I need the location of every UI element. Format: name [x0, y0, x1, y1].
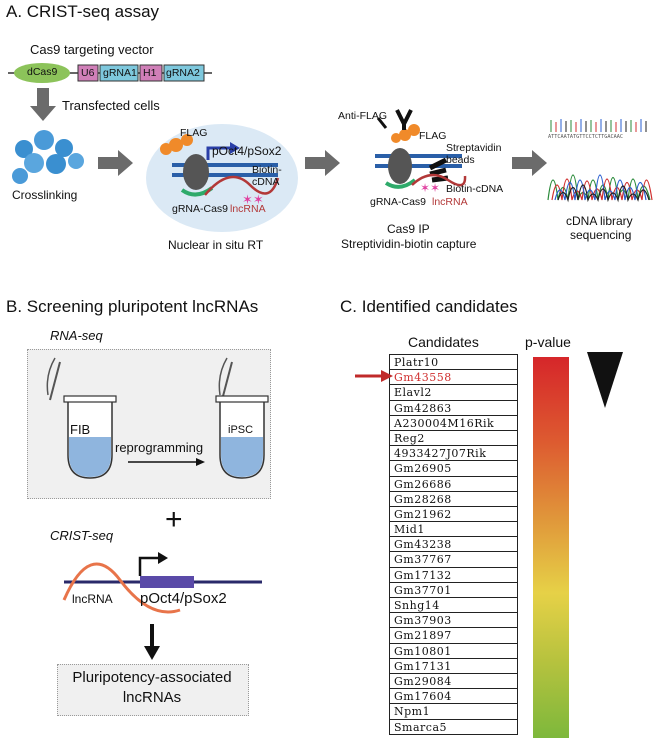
- candidate-row: 4933427J07Rik: [390, 446, 517, 462]
- library-label-2: sequencing: [570, 228, 632, 242]
- candidate-row: Smarca5: [390, 720, 517, 735]
- panel-c-title: C. Identified candidates: [340, 297, 518, 316]
- dcas9-label: dCas9: [27, 66, 58, 78]
- candidate-row: Gm21962: [390, 507, 517, 523]
- nucleus-shape: [146, 124, 298, 232]
- library-label-1: cDNA library: [566, 214, 633, 228]
- candidate-row: Gm26905: [390, 461, 517, 477]
- svg-text:✶✶: ✶✶: [420, 181, 440, 195]
- panel-a-title: A. CRIST-seq assay: [6, 2, 160, 21]
- result-line-1: Pluripotency-associated: [72, 669, 232, 686]
- right-arrow-icon: [98, 150, 133, 176]
- promoter-label-1: pOct4/pSox2: [212, 144, 282, 158]
- down-arrow-icon: [30, 88, 56, 121]
- plus-icon: +: [165, 503, 183, 536]
- anti-flag-label: Anti-FLAG: [338, 110, 388, 122]
- right-arrow-icon: [512, 150, 547, 176]
- highlight-arrow-icon: [355, 370, 393, 382]
- candidate-row: Gm37903: [390, 613, 517, 629]
- candidate-row: Elavl2: [390, 385, 517, 401]
- rnaseq-label: RNA-seq: [50, 328, 103, 343]
- panel-a-diagram: ✶✶ ✶✶: [8, 63, 653, 232]
- flag-label-1: FLAG: [180, 127, 208, 139]
- promoter-label: pOct4/pSox2: [140, 590, 227, 607]
- ipsc-label: iPSC: [228, 424, 254, 436]
- grna-cas9-label-2: gRNA-Cas9: [370, 196, 427, 208]
- candidate-row: Npm1: [390, 704, 517, 720]
- candidate-row: A230004M16Rik: [390, 416, 517, 431]
- candidate-row: Gm28268: [390, 492, 517, 507]
- u6-label: U6: [81, 67, 95, 79]
- panel-b-title: B. Screening pluripotent lncRNAs: [6, 297, 259, 316]
- sequence-text: ATTCAATATGTTCCTCTTGACAAC: [548, 134, 623, 140]
- candidate-row: Gm17132: [390, 568, 517, 583]
- grna-cas9-label-1: gRNA-Cas9: [172, 203, 229, 215]
- candidate-row: Gm21897: [390, 628, 517, 644]
- candidate-row: Gm37767: [390, 552, 517, 568]
- crosslinking-label: Crosslinking: [12, 188, 78, 202]
- chromatogram: [547, 119, 653, 203]
- h1-label: H1: [143, 67, 157, 79]
- candidate-row: Gm17131: [390, 659, 517, 674]
- vector-title: Cas9 targeting vector: [30, 42, 154, 57]
- ip-label-2: Streptividin-biotin capture: [341, 237, 477, 251]
- candidate-row: Snhg14: [390, 598, 517, 614]
- candidate-row: Gm43558: [390, 370, 517, 386]
- candidate-row: Gm17604: [390, 689, 517, 705]
- candidate-row: Platr10: [390, 355, 517, 371]
- streptavidin-label: Streptavidin beads: [446, 142, 502, 166]
- grna1-label: gRNA1: [103, 67, 137, 79]
- flag-label-2: FLAG: [419, 130, 447, 142]
- result-line-2: lncRNAs: [122, 689, 182, 706]
- cristseq-label: CRIST-seq: [50, 528, 114, 543]
- candidate-row: Gm10801: [390, 644, 517, 659]
- ipsc-tube-icon: [215, 357, 269, 479]
- svg-text:✶✶: ✶✶: [242, 193, 264, 208]
- transfected-label: Transfected cells: [62, 98, 160, 113]
- lncrna-label-2: lncRNA: [432, 196, 468, 208]
- decreasing-triangle-icon: [587, 352, 623, 408]
- candidate-row: Reg2: [390, 431, 517, 447]
- fib-label: FIB: [70, 422, 91, 437]
- pvalue-header: p-value: [525, 334, 571, 350]
- candidate-row: Gm42863: [390, 401, 517, 416]
- reprogramming-label: reprogramming: [115, 440, 204, 455]
- biotin-cdna-label-1: Biotin- cDNA: [252, 164, 282, 188]
- result-box: [57, 664, 249, 716]
- lncrna-label: lncRNA: [72, 592, 113, 606]
- candidate-row: Gm26686: [390, 477, 517, 492]
- candidate-row: Gm29084: [390, 674, 517, 690]
- dcas9-element: [14, 63, 70, 83]
- candidate-row: Mid1: [390, 522, 517, 538]
- cells-icon: [12, 130, 84, 184]
- lncrna-label-1: lncRNA: [230, 203, 266, 215]
- fib-tube-icon: [46, 357, 117, 479]
- nuclear-label: Nuclear in situ RT: [168, 238, 264, 252]
- candidate-row: Gm43238: [390, 537, 517, 553]
- candidate-row: Gm37701: [390, 583, 517, 598]
- candidates-header: Candidates: [408, 334, 479, 350]
- right-arrow-icon: [305, 150, 340, 176]
- pvalue-gradient-bar: [533, 357, 569, 738]
- biotin-cdna-label-2: Biotin-cDNA: [446, 183, 504, 195]
- ip-label-1: Cas9 IP: [387, 222, 430, 236]
- grna2-label: gRNA2: [166, 67, 200, 79]
